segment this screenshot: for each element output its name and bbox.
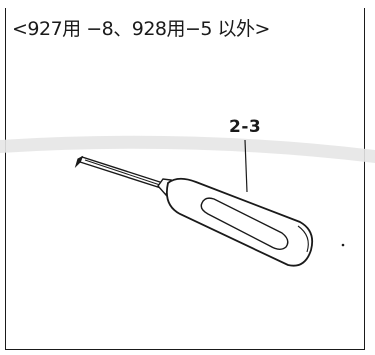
leader-line [244, 139, 248, 193]
part-label: 2-3 [229, 117, 262, 137]
diagram-title: <927用 −8、928用−5 以外> [12, 18, 270, 40]
scan-band [0, 135, 375, 163]
speck [341, 243, 345, 247]
screwdriver-icon [74, 155, 314, 267]
diagram-frame [5, 8, 365, 350]
